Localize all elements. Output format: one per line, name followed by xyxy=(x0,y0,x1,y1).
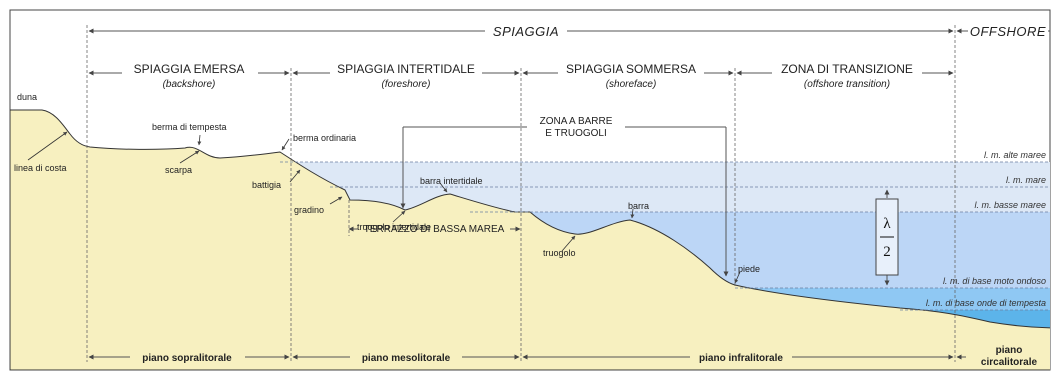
pointer xyxy=(179,150,200,164)
feature-scarpa: scarpa xyxy=(165,165,192,175)
zone-title: SPIAGGIA EMERSA xyxy=(134,62,245,76)
feature-barra: barra xyxy=(628,201,649,211)
zone-subtitle: (offshore transition) xyxy=(804,79,890,90)
lambda-numerator: λ xyxy=(883,216,891,232)
feature-berma-ordinaria: berma ordinaria xyxy=(293,133,356,143)
pointer xyxy=(734,271,741,284)
pointer xyxy=(27,131,68,161)
zone-title: ZONA DI TRANSIZIONE xyxy=(781,62,913,76)
zone-subtitle: (backshore) xyxy=(163,79,216,90)
level-label: l. m. di base moto ondoso xyxy=(943,276,1046,286)
level-label: l. m. basse maree xyxy=(974,200,1046,210)
level-label: l. m. alte maree xyxy=(984,150,1046,160)
feature-duna: duna xyxy=(17,92,37,102)
terrazzo-label: TERRAZZO DI BASSA MAREA xyxy=(364,224,505,235)
feature-piede: piede xyxy=(738,264,760,274)
feature-berma-tempesta: berma di tempesta xyxy=(152,122,227,132)
bottom-zone-infralitorale: piano infralitorale xyxy=(699,353,783,364)
zone-subtitle: (shoreface) xyxy=(606,79,657,90)
zone-title: SPIAGGIA INTERTIDALE xyxy=(337,62,475,76)
level-label: l. m. mare xyxy=(1006,175,1046,185)
bottom-zone-circalitorale: piano xyxy=(996,345,1023,356)
feature-truogolo: truogolo xyxy=(543,248,576,258)
zone-title: SPIAGGIA SOMMERSA xyxy=(566,62,696,76)
level-label: l. m. di base onde di tempesta xyxy=(926,298,1046,308)
bottom-zone-circalitorale: circalitorale xyxy=(981,357,1038,368)
feature-gradino: gradino xyxy=(294,205,324,215)
sand-profile xyxy=(10,109,1050,370)
zona-barre-label: ZONA A BARRE xyxy=(540,116,613,127)
pointer xyxy=(561,235,576,252)
feature-truogolo-intertidale: truogolo intertidale xyxy=(357,222,431,232)
feature-linea-di-costa: linea di costa xyxy=(14,163,67,173)
zone-subtitle: (foreshore) xyxy=(382,79,431,90)
lambda-denominator: 2 xyxy=(883,244,891,260)
pointer xyxy=(329,196,343,205)
pointer xyxy=(630,208,635,219)
pointer xyxy=(281,138,290,151)
feature-battigia: battigia xyxy=(252,180,281,190)
offshore-label: OFFSHORE xyxy=(970,24,1046,39)
bottom-zone-mesolitorale: piano mesolitorale xyxy=(362,353,451,364)
bottom-zone-sopralitorale: piano sopralitorale xyxy=(142,353,232,364)
spiaggia-label: SPIAGGIA xyxy=(493,24,559,39)
zona-barre-label: E TRUOGOLI xyxy=(545,128,607,139)
feature-barra-intertidale: barra intertidale xyxy=(420,176,483,186)
pointer xyxy=(197,134,202,146)
pointer xyxy=(439,182,448,193)
pointer xyxy=(392,210,406,223)
pointer xyxy=(289,169,301,183)
